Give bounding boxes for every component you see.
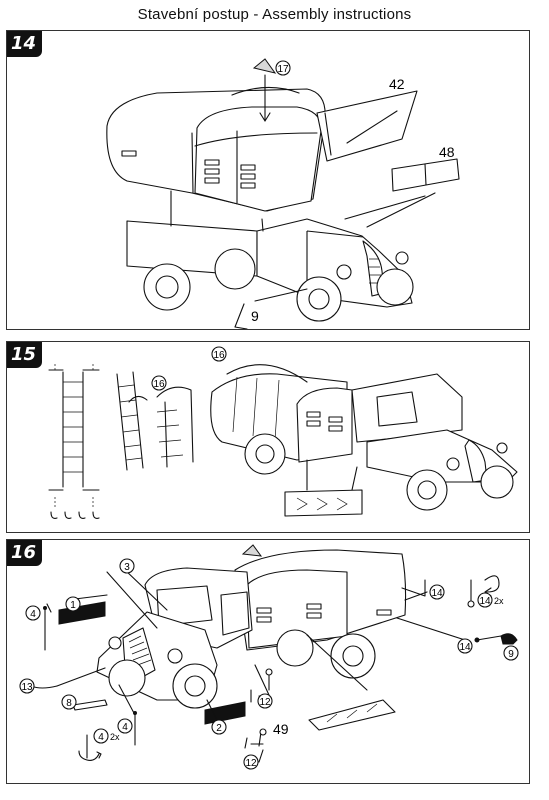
callout-9: 9	[508, 649, 514, 660]
callout-14a: 14	[431, 588, 443, 599]
callout-12b: 12	[245, 758, 257, 769]
callout-8: 8	[66, 698, 72, 709]
callout-4b: 4	[122, 722, 128, 733]
page-title: Stavební postup - Assembly instructions	[137, 6, 412, 23]
callout-4a: 4	[30, 609, 36, 620]
callout-14c: 14	[459, 642, 471, 653]
step-15-drawing: 16 16	[48, 346, 518, 519]
step-number-badge: 14	[7, 31, 43, 57]
callout-17: 17	[277, 64, 289, 75]
step-15-panel: 15 16 16	[6, 341, 530, 533]
step-14-panel: 14	[6, 30, 530, 330]
callout-12a: 12	[259, 697, 271, 708]
callout-14b: 14	[479, 596, 491, 607]
step-16-drawing: 1 2 3 4 4 4 2x 8 9 12 12 13 14 14 2x 14 …	[19, 544, 519, 770]
callout-9: 9	[251, 308, 259, 324]
callout-16a: 16	[153, 379, 165, 390]
callout-4c: 4	[98, 732, 104, 743]
quantity-note: 2x	[110, 732, 120, 742]
quantity-note: 2x	[494, 596, 504, 606]
callout-16b: 16	[213, 350, 225, 361]
callout-49: 49	[273, 721, 289, 737]
callout-1: 1	[70, 600, 76, 611]
callout-42: 42	[389, 76, 405, 92]
step-number-badge: 16	[7, 540, 43, 566]
step-number-badge: 15	[7, 342, 43, 368]
callout-3: 3	[124, 562, 130, 573]
callout-2: 2	[216, 723, 222, 734]
callout-13: 13	[21, 682, 33, 693]
step-16-panel: 16	[6, 539, 530, 784]
callout-48: 48	[439, 144, 455, 160]
step-14-drawing: 17 42 48 9	[106, 58, 460, 329]
